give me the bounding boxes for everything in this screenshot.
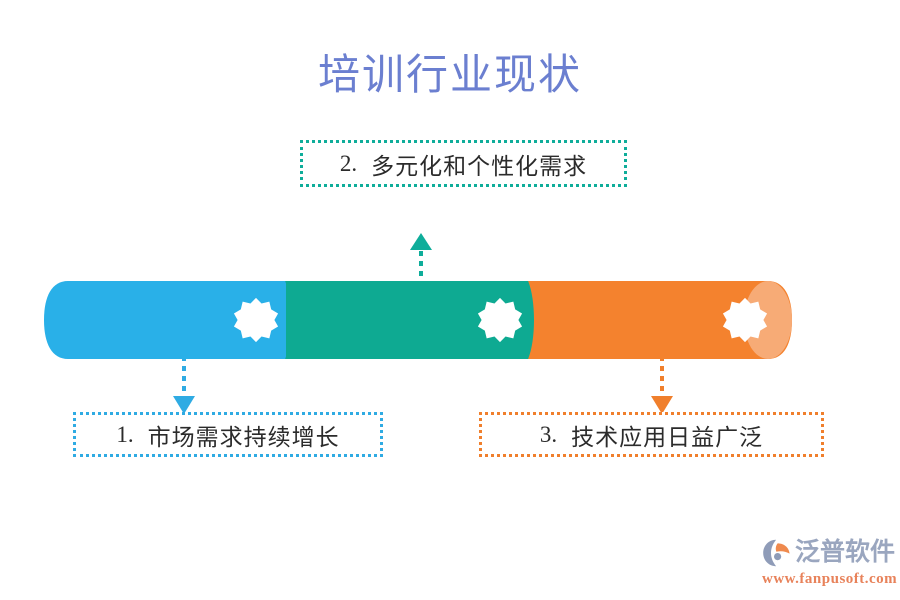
cylinder-end-cap xyxy=(744,281,792,359)
callout-3-number: 3. xyxy=(539,421,558,447)
callout-2-text: 多元化和个性化需求 xyxy=(371,153,588,179)
connector-arrow-up-segment-2 xyxy=(410,233,432,286)
connector-arrow-down-segment-3 xyxy=(651,356,673,414)
callout-box-2[interactable]: 2. 多元化和个性化需求 xyxy=(300,140,627,187)
process-cylinder xyxy=(30,272,830,368)
page-title: 培训行业现状 xyxy=(317,53,582,99)
callout-box-3[interactable]: 3. 技术应用日益广泛 xyxy=(479,412,824,457)
fanpu-logo-mark-icon xyxy=(763,539,790,567)
callout-1-text: 市场需求持续增长 xyxy=(147,424,340,450)
watermark-logo: 泛普软件 www.fanpusoft.com xyxy=(762,536,898,594)
callout-1-number: 1. xyxy=(116,421,134,447)
logo-website-url: www.fanpusoft.com xyxy=(762,571,898,587)
logo-company-name: 泛普软件 xyxy=(795,539,896,566)
connector-arrow-down-segment-1 xyxy=(173,356,195,414)
callout-3-text: 技术应用日益广泛 xyxy=(571,424,764,450)
callout-2-number: 2. xyxy=(339,150,358,176)
callout-box-1[interactable]: 1. 市场需求持续增长 xyxy=(73,412,383,457)
